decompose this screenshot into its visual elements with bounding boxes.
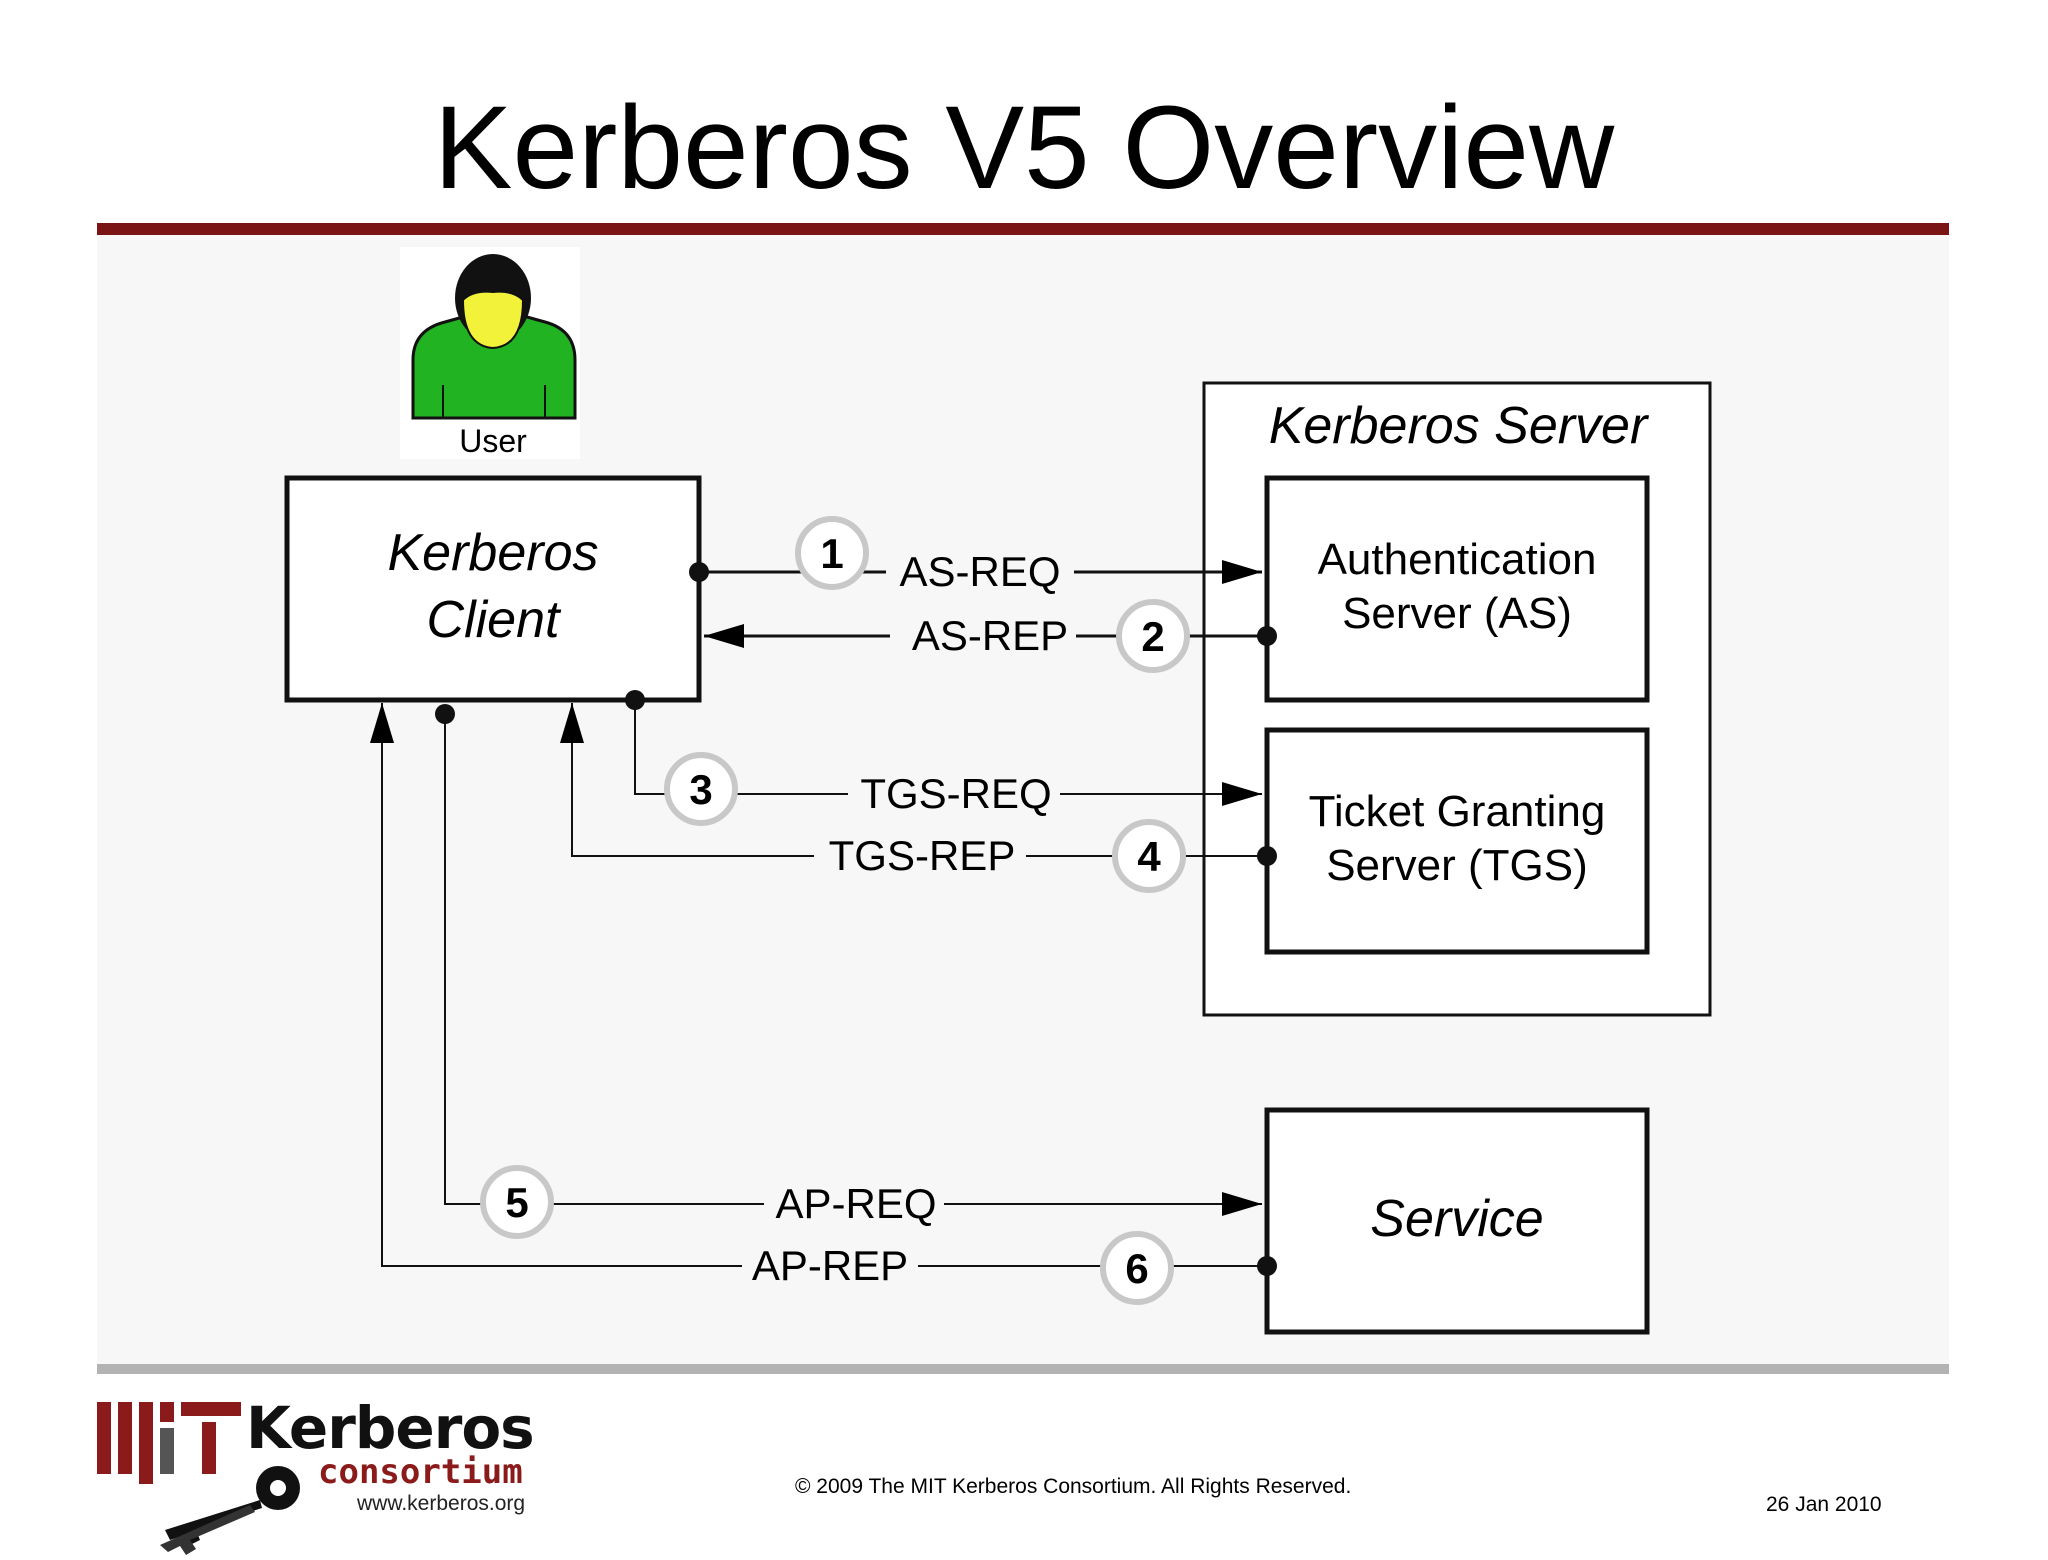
footer-date: 26 Jan 2010	[1766, 1493, 1882, 1516]
as-label-line1: Authentication	[1318, 535, 1597, 584]
client-label-line1: Kerberos	[388, 524, 599, 582]
ap-rep-label-bg	[742, 1244, 918, 1288]
as-req-label: AS-REQ	[899, 548, 1060, 595]
svg-text:4: 4	[1137, 833, 1161, 880]
tgs-req-label-bg	[848, 772, 1060, 816]
mit-logo-mark	[97, 1402, 241, 1484]
tgs-rep-connector	[560, 703, 1277, 866]
tgs-rep-label: TGS-REP	[829, 832, 1016, 879]
user-icon	[400, 247, 580, 459]
logo-subtitle: consortium	[318, 1452, 523, 1492]
tgs-label-line1: Ticket Granting	[1309, 787, 1606, 836]
service-box	[1264, 1107, 1650, 1335]
ap-req-label-bg	[764, 1182, 944, 1226]
ap-rep-connector	[370, 703, 1277, 1276]
as-rep-label-bg	[890, 614, 1076, 658]
ap-req-connector	[435, 704, 1262, 1216]
authentication-server-box	[1264, 475, 1650, 703]
svg-text:1: 1	[820, 530, 843, 577]
step-3-badge: 3	[664, 752, 738, 826]
slide-title: Kerberos V5 Overview	[433, 82, 1615, 214]
svg-text:3: 3	[689, 766, 712, 813]
title-divider	[97, 223, 1949, 235]
server-group-label: Kerberos Server	[1269, 397, 1650, 455]
svg-text:5: 5	[505, 1179, 528, 1226]
svg-text:2: 2	[1141, 613, 1164, 660]
ticket-granting-server-box	[1264, 727, 1650, 955]
footer-copyright: © 2009 The MIT Kerberos Consortium. All …	[795, 1475, 1352, 1498]
as-req-label-bg	[886, 550, 1074, 594]
service-label: Service	[1370, 1190, 1543, 1248]
keys-icon	[160, 1466, 300, 1555]
step-4-badge: 4	[1112, 819, 1186, 893]
as-rep-label: AS-REP	[912, 612, 1068, 659]
tgs-rep-label-bg	[814, 834, 1026, 878]
step-6-badge: 6	[1100, 1231, 1174, 1305]
logo-wordmark: Kerberos	[246, 1394, 535, 1462]
ap-req-label: AP-REQ	[775, 1180, 936, 1227]
tgs-req-label: TGS-REQ	[860, 770, 1051, 817]
logo-url: www.kerberos.org	[357, 1492, 526, 1515]
svg-text:6: 6	[1125, 1245, 1148, 1292]
user-label: User	[459, 423, 527, 459]
step-1-badge: 1	[795, 516, 869, 590]
as-label-line2: Server (AS)	[1342, 589, 1572, 638]
ap-rep-label: AP-REP	[752, 1242, 908, 1289]
footer-divider	[97, 1364, 1949, 1374]
kerberos-client-box	[284, 475, 702, 703]
tgs-label-line2: Server (TGS)	[1326, 841, 1588, 890]
step-5-badge: 5	[480, 1165, 554, 1239]
step-2-badge: 2	[1116, 599, 1190, 673]
client-label-line2: Client	[427, 591, 562, 649]
